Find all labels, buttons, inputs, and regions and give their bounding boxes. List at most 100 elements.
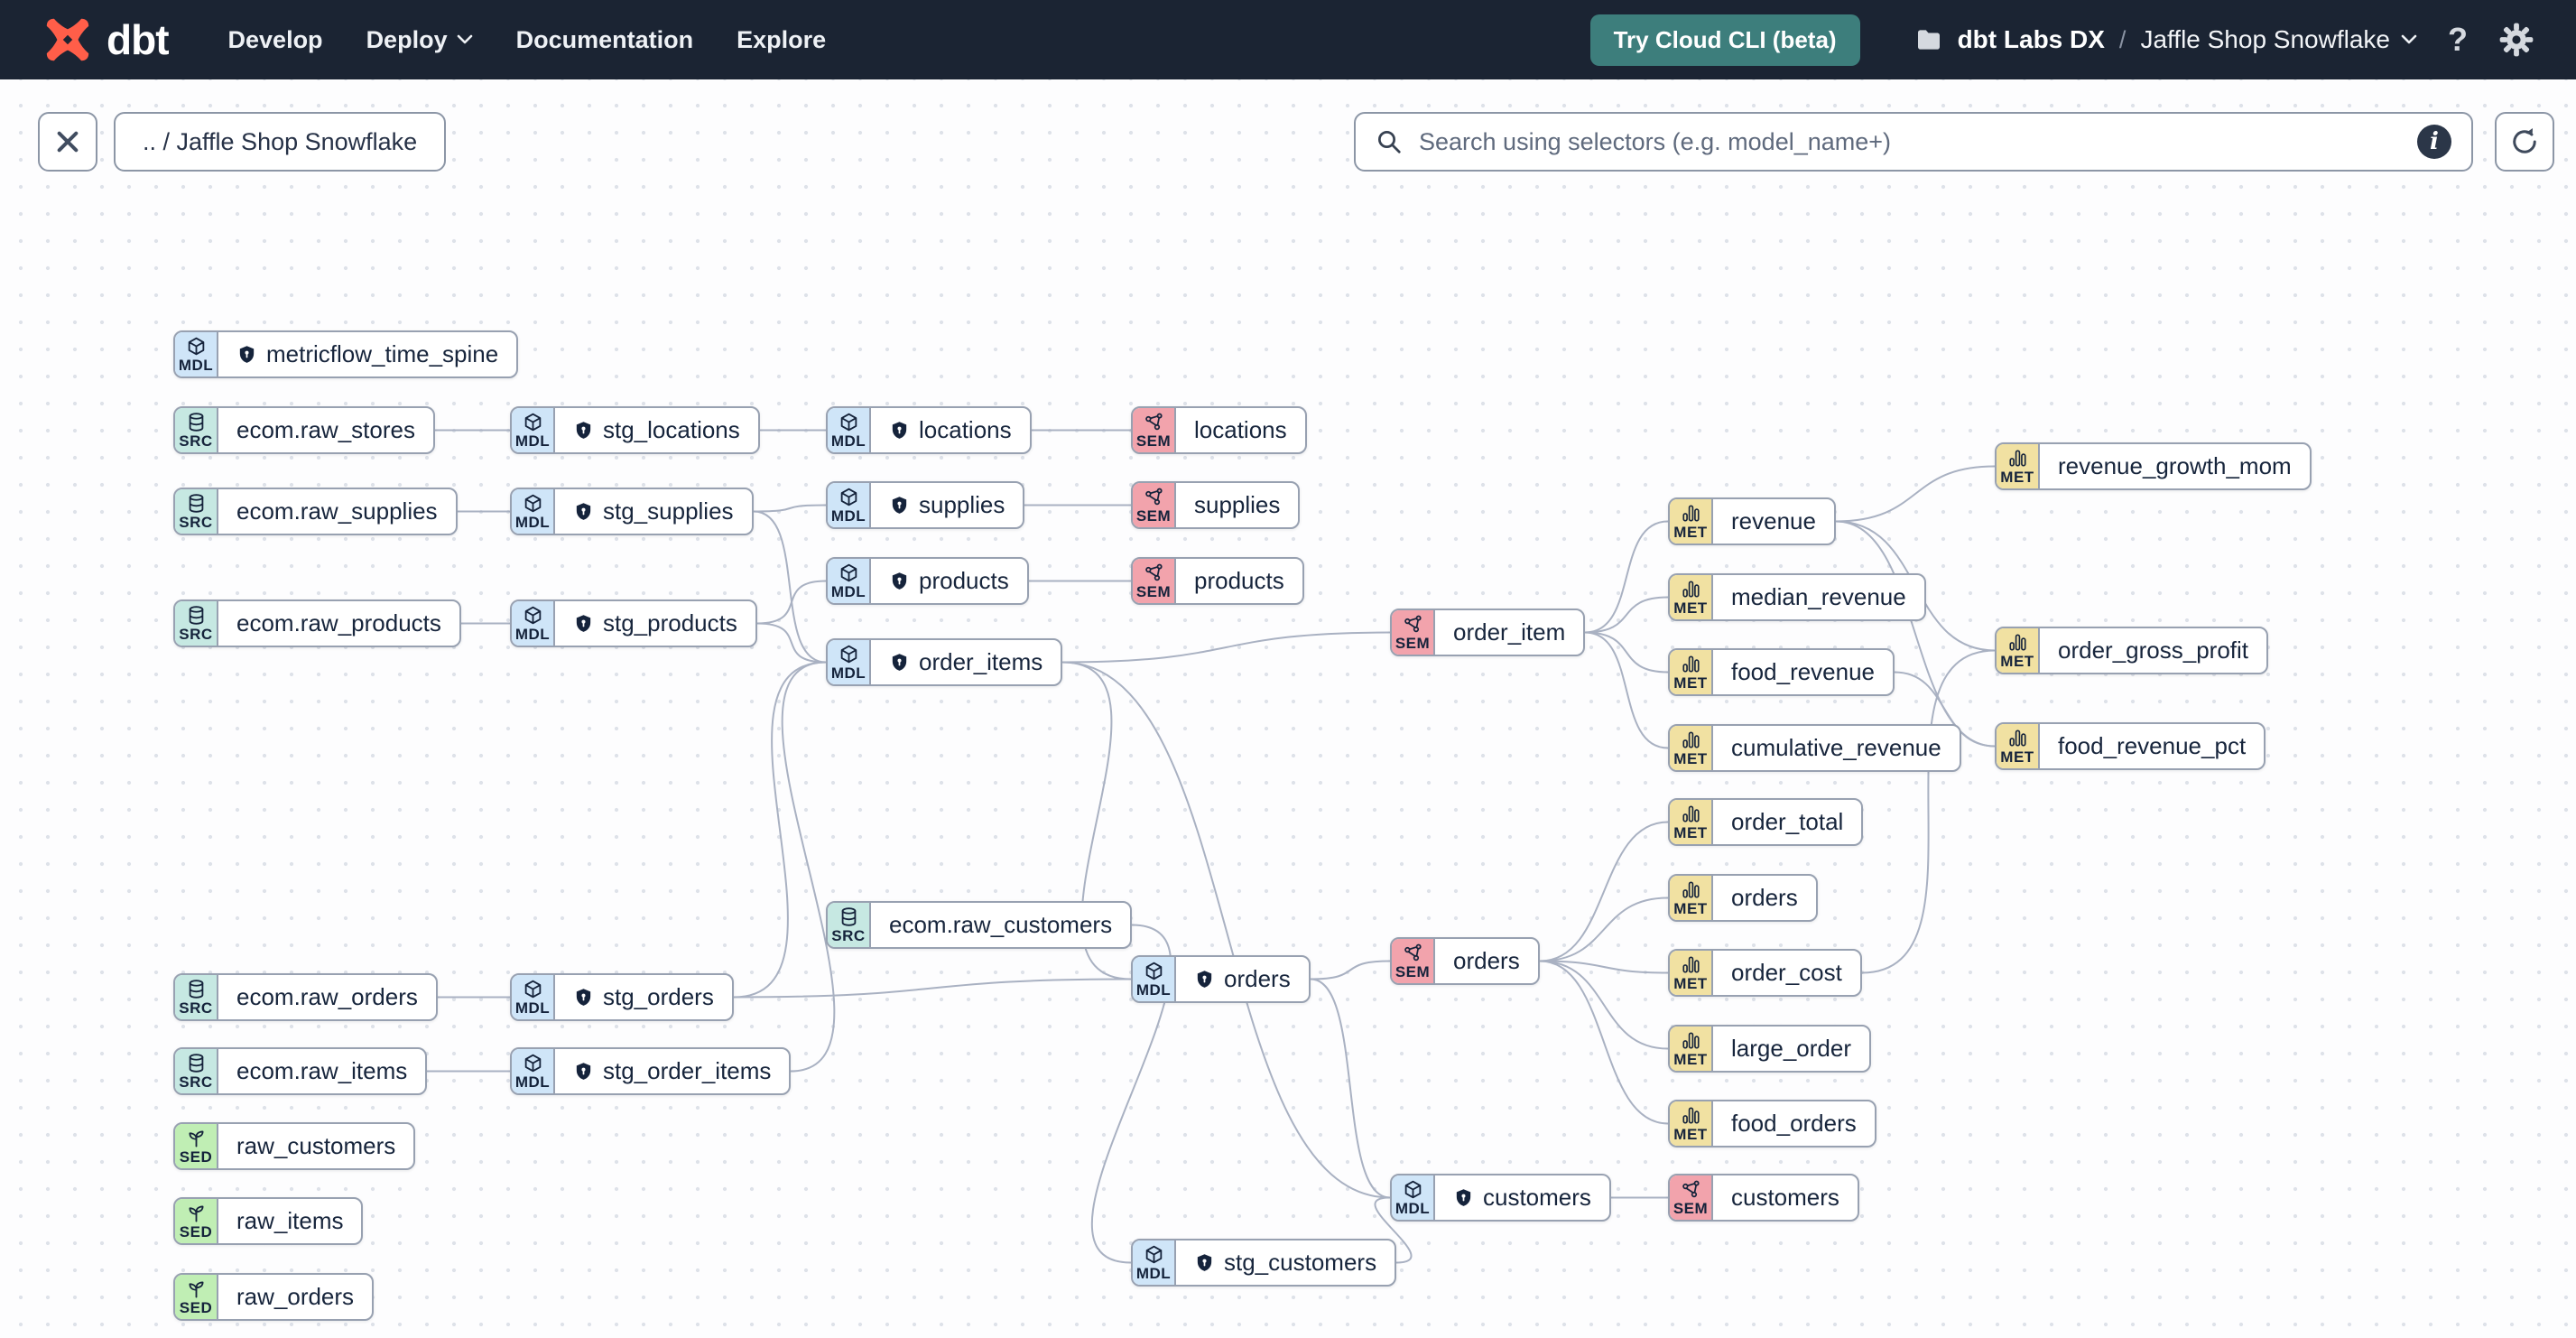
edge-stg_orders-to-orders_mdl [733, 978, 1132, 999]
node-label: order_cost [1713, 951, 1860, 995]
node-locations_sem[interactable]: SEM locations [1131, 406, 1307, 454]
node-type-icon [1403, 614, 1423, 635]
node-food_revenue[interactable]: MET food_revenue [1668, 648, 1895, 696]
node-customers_sem[interactable]: SEM customers [1668, 1174, 1859, 1222]
lineage-canvas[interactable] [0, 79, 2576, 1338]
node-raw_items_src[interactable]: SRC ecom.raw_items [173, 1047, 428, 1095]
node-food_revenue_pct[interactable]: MET food_revenue_pct [1995, 722, 2266, 770]
menu-deploy[interactable]: Deploy [366, 26, 473, 54]
node-order_gross_profit[interactable]: MET order_gross_profit [1995, 627, 2268, 674]
refresh-lineage-button[interactable] [2495, 112, 2554, 172]
node-raw_items_seed[interactable]: SED raw_items [173, 1197, 364, 1245]
node-order_item_sem[interactable]: SEM order_item [1390, 609, 1586, 656]
node-raw_customers_src[interactable]: SRC ecom.raw_customers [826, 901, 1133, 949]
node-label: raw_orders [218, 1275, 372, 1319]
node-type-badge: MDL [175, 332, 218, 376]
node-name-text: order_items [919, 648, 1043, 675]
node-stg_order_items[interactable]: MDL stg_order_items [510, 1047, 792, 1095]
node-label: revenue [1713, 499, 1834, 544]
node-order_total[interactable]: MET order_total [1668, 798, 1864, 846]
node-orders_sem[interactable]: SEM orders [1390, 937, 1540, 985]
node-name-text: raw_orders [236, 1283, 355, 1310]
node-supplies_mdl[interactable]: MDL supplies [826, 481, 1025, 529]
node-median_revenue[interactable]: MET median_revenue [1668, 573, 1926, 621]
node-type-icon [186, 605, 207, 626]
node-type-icon [1681, 579, 1701, 599]
node-products_sem[interactable]: SEM products [1131, 557, 1304, 605]
node-type-badge: SEM [1133, 483, 1176, 527]
node-products_mdl[interactable]: MDL products [826, 557, 1029, 605]
node-type-label: MET [1673, 524, 1708, 542]
account-name[interactable]: dbt Labs DX [1957, 25, 2105, 53]
node-type-badge: MDL [828, 559, 871, 603]
node-type-badge: MET [1997, 628, 2040, 673]
node-name-text: food_orders [1731, 1110, 1857, 1137]
edge-order_items-to-customers_mdl [1061, 661, 1391, 1199]
node-supplies_sem[interactable]: SEM supplies [1131, 481, 1301, 529]
node-name-text: revenue [1731, 507, 1816, 534]
node-type-label: MDL [514, 514, 551, 532]
node-type-label: SED [179, 1148, 213, 1166]
node-raw_supplies[interactable]: SRC ecom.raw_supplies [173, 488, 458, 535]
node-label: ecom.raw_orders [218, 975, 436, 1019]
shield-icon [573, 613, 594, 634]
node-stg_locations[interactable]: MDL stg_locations [510, 406, 760, 454]
node-raw_products[interactable]: SRC ecom.raw_products [173, 599, 461, 647]
node-name-text: products [1194, 567, 1284, 594]
menu-documentation[interactable]: Documentation [515, 25, 694, 53]
node-raw_orders_src[interactable]: SRC ecom.raw_orders [173, 973, 438, 1021]
menu-explore[interactable]: Explore [737, 25, 827, 53]
node-type-badge: MDL [512, 975, 555, 1019]
node-label: cumulative_revenue [1713, 726, 1960, 770]
search-input[interactable] [1417, 126, 2403, 157]
node-orders_mdl[interactable]: MDL orders [1131, 955, 1311, 1003]
node-stg_customers[interactable]: MDL stg_customers [1131, 1239, 1397, 1287]
dbt-logo-icon [46, 18, 89, 61]
node-locations_mdl[interactable]: MDL locations [826, 406, 1032, 454]
node-raw_orders_seed[interactable]: SED raw_orders [173, 1273, 375, 1321]
node-customers_mdl[interactable]: MDL customers [1390, 1174, 1611, 1222]
dbt-brand[interactable]: dbt [42, 14, 170, 66]
project-selector[interactable]: Jaffle Shop Snowflake [2140, 25, 2417, 54]
lineage-breadcrumb[interactable]: .. / Jaffle Shop Snowflake [114, 112, 447, 172]
help-icon[interactable]: ? [2448, 21, 2468, 58]
node-cumulative_revenue[interactable]: MET cumulative_revenue [1668, 724, 1961, 772]
edge-order_item_sem-to-food_revenue [1584, 631, 1669, 674]
node-stg_supplies[interactable]: MDL stg_supplies [510, 488, 754, 535]
node-label: stg_order_items [555, 1049, 789, 1093]
node-type-icon [839, 412, 859, 432]
node-revenue[interactable]: MET revenue [1668, 497, 1836, 545]
node-label: ecom.raw_items [218, 1049, 425, 1093]
close-lineage-button[interactable] [38, 112, 97, 172]
node-order_cost[interactable]: MET order_cost [1668, 949, 1862, 997]
node-revenue_growth_mom[interactable]: MET revenue_growth_mom [1995, 442, 2312, 490]
node-raw_customers_seed[interactable]: SED raw_customers [173, 1122, 416, 1170]
node-name-text: ecom.raw_orders [236, 983, 418, 1010]
node-orders_met[interactable]: MET orders [1668, 874, 1818, 922]
node-large_order[interactable]: MET large_order [1668, 1025, 1871, 1073]
node-name-text: ecom.raw_supplies [236, 497, 438, 525]
node-metricflow_time_spine[interactable]: MDL metricflow_time_spine [173, 330, 519, 378]
node-raw_stores[interactable]: SRC ecom.raw_stores [173, 406, 435, 454]
node-type-label: MDL [1135, 981, 1172, 999]
node-stg_products[interactable]: MDL stg_products [510, 599, 757, 647]
node-type-badge: MET [1670, 499, 1713, 544]
chevron-down-icon [2401, 34, 2417, 44]
node-type-badge: SRC [175, 489, 218, 534]
edge-revenue-to-revenue_growth_mom [1835, 465, 1996, 523]
try-cloud-cli-button[interactable]: Try Cloud CLI (beta) [1589, 14, 1860, 66]
main-menu: Develop Deploy Documentation Explore [228, 26, 827, 54]
shield-icon [573, 420, 594, 441]
gear-icon[interactable] [2498, 22, 2534, 58]
info-icon[interactable]: i [2417, 125, 2451, 159]
node-type-badge: MET [1670, 726, 1713, 770]
selector-search: i [1354, 112, 2473, 172]
node-name-text: stg_locations [603, 416, 740, 443]
node-type-icon [186, 1128, 207, 1148]
menu-develop[interactable]: Develop [227, 25, 323, 53]
node-food_orders[interactable]: MET food_orders [1668, 1100, 1876, 1148]
node-stg_orders[interactable]: MDL stg_orders [510, 973, 734, 1021]
node-order_items[interactable]: MDL order_items [826, 638, 1063, 686]
